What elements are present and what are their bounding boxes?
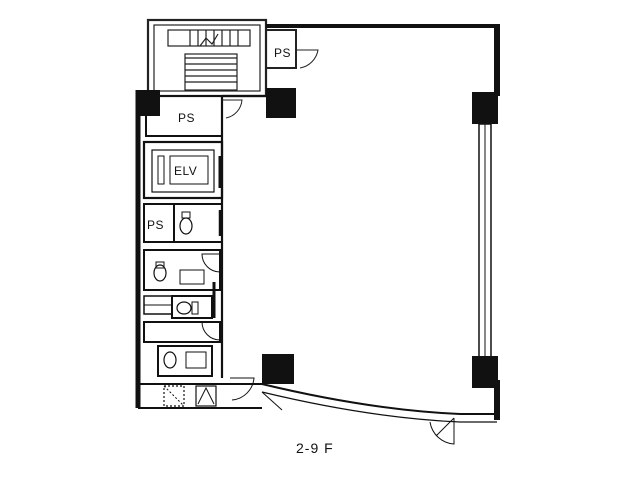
ps-middle-room: PS [145,95,243,137]
curved-facade [261,383,497,445]
washroom-upper [173,203,223,243]
ps-middle-label: PS [178,111,195,125]
core-walls [135,90,262,409]
ps-lower-room: PS [143,203,175,243]
elevator: ELV [142,140,224,200]
staircase [146,18,268,98]
ps-top-room: PS [265,29,319,69]
ps-lower-label: PS [147,218,164,232]
bottom-shafts [163,377,283,411]
floor-label: 2-9 F [296,440,334,456]
elevator-label: ELV [174,164,197,178]
ps-top-label: PS [274,46,291,60]
toilets [143,249,221,377]
structural-columns [136,88,498,388]
